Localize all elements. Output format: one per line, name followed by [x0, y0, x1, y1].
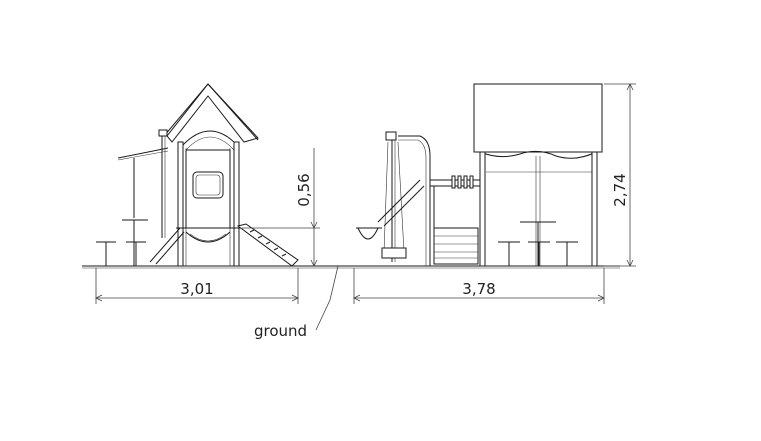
bridge-balusters: [451, 175, 474, 189]
ground-label: ground: [254, 322, 307, 340]
dimension-platform-height-label: 0,56: [295, 173, 313, 206]
dimension-platform-height: [242, 148, 320, 267]
ramp-holds: [249, 229, 287, 257]
left-elevation-structure: [96, 83, 299, 267]
right-elevation-structure: [356, 83, 603, 267]
dimension-right-width-label: 3,78: [462, 280, 495, 298]
dimension-total-height: [604, 83, 636, 267]
dimension-right-width: [353, 268, 605, 304]
ground-leader-line: [315, 265, 339, 331]
dimension-left-width-label: 3,01: [180, 280, 213, 298]
dimension-total-height-label: 2,74: [611, 173, 629, 206]
ground-line: [82, 265, 620, 269]
dimension-left-width: [95, 268, 299, 304]
